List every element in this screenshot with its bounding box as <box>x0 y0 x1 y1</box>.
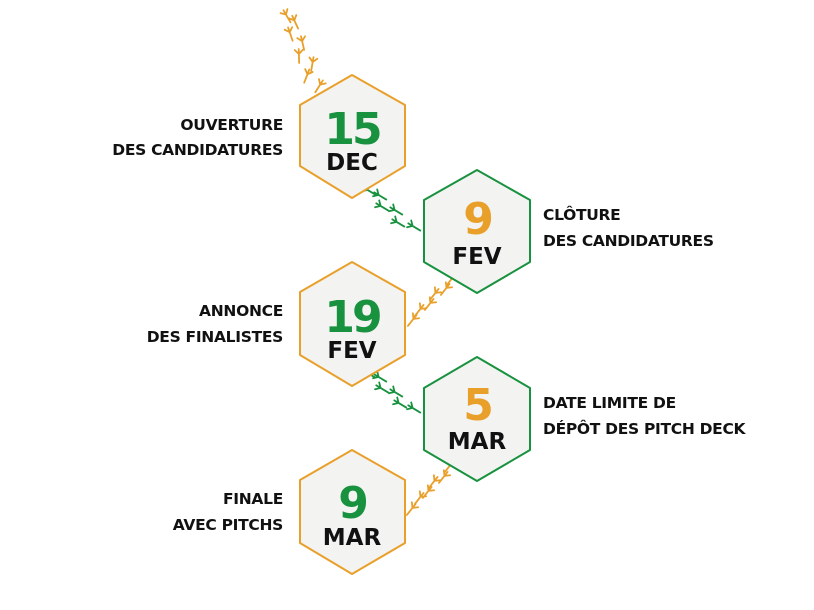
hexagon-1 <box>299 74 406 199</box>
trail-2-3-footprint-5 <box>439 281 454 296</box>
milestone-4-day: 5 <box>463 380 491 431</box>
milestone-1-label-line1: OUVERTURE <box>180 116 283 134</box>
trail-4-5-footprint-5 <box>437 469 452 484</box>
hexagon-3 <box>299 261 406 387</box>
footprint-trails <box>279 8 506 561</box>
milestone-2-month: FEV <box>452 244 501 270</box>
hexagon-4 <box>423 356 531 482</box>
milestone-5-label-line1: FINALE <box>223 490 283 508</box>
top-trail-footprint-7 <box>288 14 299 30</box>
milestone-4: 5 MAR DATE LIMITE DE DÉPÔT DES PITCH DEC… <box>423 356 747 482</box>
trail-3-4-footprint-2 <box>392 396 408 409</box>
trail-2-3-footprint-4 <box>428 286 443 301</box>
top-trail-footprint-3 <box>308 56 319 72</box>
top-trail-footprint-8 <box>279 8 292 24</box>
milestone-3-month: FEV <box>327 338 376 364</box>
hexagon-5 <box>299 449 406 575</box>
trail-3-4-footprint-1 <box>406 401 422 414</box>
trail-3-4-footprint-3 <box>388 385 404 398</box>
milestone-1-day: 15 <box>324 104 380 155</box>
trail-1-2-footprint-2 <box>390 215 406 228</box>
trail-4-5-footprint-1 <box>405 501 420 516</box>
milestone-5-label-line2: AVEC PITCHS <box>173 516 283 534</box>
top-trail-footprint-4 <box>293 48 304 64</box>
trail-1-2-footprint-3 <box>388 203 404 216</box>
trail-4-5-footprint-2 <box>413 490 428 505</box>
trail-1-2-footprint-5 <box>372 188 388 201</box>
trail-2-3-footprint-1 <box>406 312 421 327</box>
milestone-3: 19 FEV ANNONCE DES FINALISTES <box>147 261 406 387</box>
top-trail-footprint-6 <box>283 26 294 42</box>
top-trail-footprint-5 <box>296 35 306 51</box>
milestone-2: 9 FEV CLÔTURE DES CANDIDATURES <box>423 169 714 294</box>
trail-1-2-footprint-1 <box>406 219 422 232</box>
milestone-2-label-line1: CLÔTURE <box>543 205 620 224</box>
trail-4-5-footprint-4 <box>427 474 442 489</box>
milestone-5: 9 MAR FINALE AVEC PITCHS <box>173 449 406 575</box>
milestone-3-day: 19 <box>324 292 380 343</box>
milestone-5-month: MAR <box>323 525 382 551</box>
milestone-1-label-line2: DES CANDIDATURES <box>112 141 283 159</box>
milestone-4-label-line1: DATE LIMITE DE <box>543 394 676 412</box>
trail-2-3-footprint-2 <box>413 302 428 317</box>
milestone-2-day: 9 <box>463 194 491 245</box>
milestone-5-day: 9 <box>338 478 366 529</box>
milestone-4-month: MAR <box>448 429 507 455</box>
trail-1-2-footprint-4 <box>374 199 390 212</box>
milestone-2-label-line2: DES CANDIDATURES <box>543 232 714 250</box>
milestone-1-month: DEC <box>326 150 378 176</box>
hexagon-2 <box>423 169 531 294</box>
milestone-3-label-line1: ANNONCE <box>199 302 283 320</box>
top-trail-footprint-2 <box>303 68 314 84</box>
trail-4-5-footprint-3 <box>421 484 436 499</box>
milestone-4-label-line2: DÉPÔT DES PITCH DECK <box>543 419 747 438</box>
milestone-1: 15 DEC OUVERTURE DES CANDIDATURES <box>112 74 406 199</box>
trail-3-4-footprint-4 <box>374 381 390 394</box>
milestone-3-label-line2: DES FINALISTES <box>147 328 283 346</box>
top-trail-footprint-1 <box>314 78 327 94</box>
